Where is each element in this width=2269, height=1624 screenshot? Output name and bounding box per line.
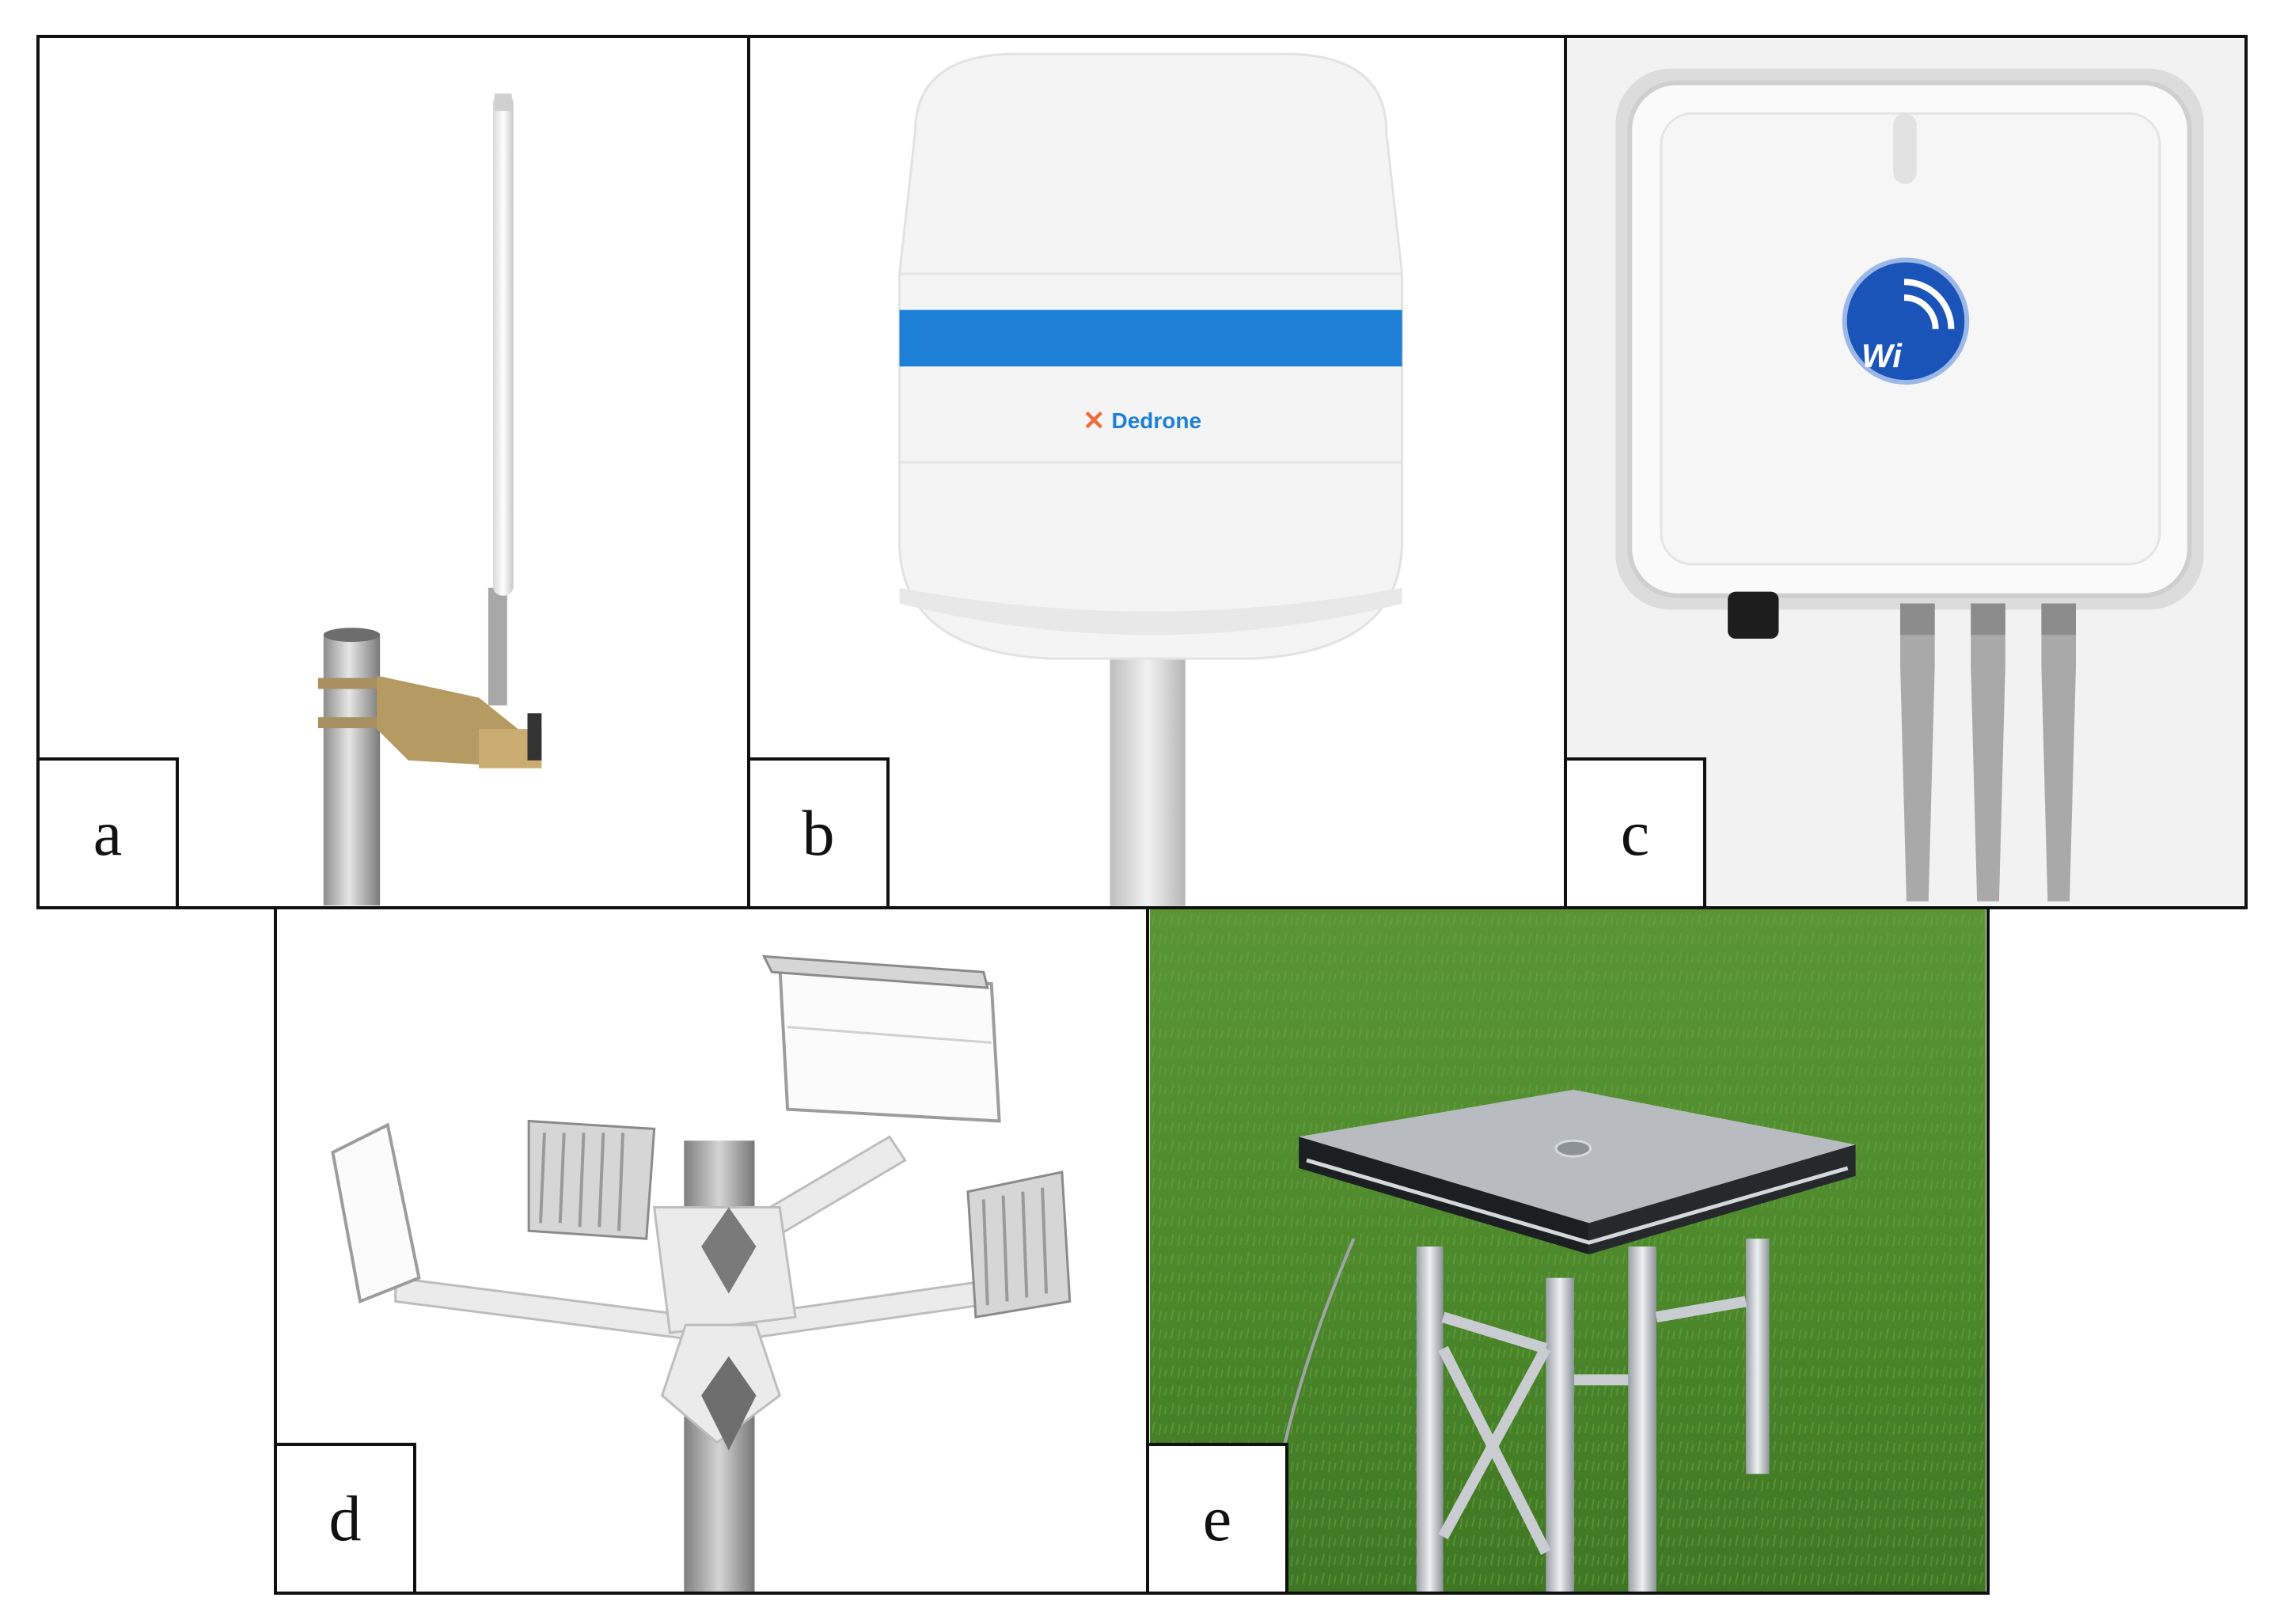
panel-label: e [1149, 1443, 1288, 1592]
wifi-logo-text: Wi [1861, 337, 1902, 374]
panel-a: a [36, 35, 750, 909]
panel-e: e [1146, 906, 1990, 1595]
panel-d: d [274, 906, 1149, 1595]
panel-label: d [277, 1443, 416, 1592]
panel-c: Wi c [1564, 35, 2248, 909]
logo-x-icon: ✕ [1083, 406, 1106, 436]
panel-label: a [40, 757, 179, 906]
panel-antenna-array-icon [278, 909, 1145, 1592]
panel-label: b [750, 757, 890, 906]
dedrone-logo: ✕ Dedrone [1083, 406, 1202, 436]
panel-label: c [1567, 757, 1706, 906]
truss-platform-icon [1149, 909, 1986, 1592]
wifi-sensor-icon [1567, 39, 2244, 905]
panel-b: ✕ Dedrone b [747, 35, 1567, 909]
